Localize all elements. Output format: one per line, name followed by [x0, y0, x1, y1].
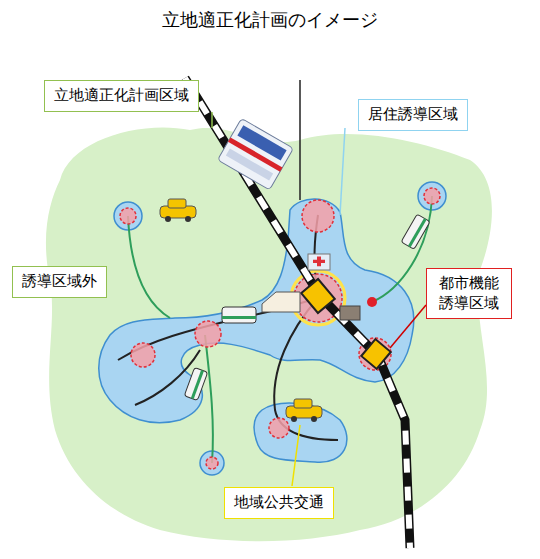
- callout-text: 居住誘導区域: [368, 105, 458, 125]
- area-callout: 誘導区域外: [12, 266, 107, 298]
- callout-text: 都市機能誘導区域: [436, 274, 502, 313]
- callout-text: 立地適正化計画区域: [54, 86, 189, 106]
- callout-text: 誘導区域外: [22, 272, 97, 292]
- area-callout: 都市機能誘導区域: [426, 268, 512, 319]
- area-callout: 居住誘導区域: [358, 99, 468, 131]
- diagram-title: 立地適正化計画のイメージ: [0, 8, 540, 32]
- area-callout: 立地適正化計画区域: [44, 80, 199, 112]
- area-callout: 地域公共交通: [224, 487, 334, 519]
- callout-text: 地域公共交通: [234, 493, 324, 513]
